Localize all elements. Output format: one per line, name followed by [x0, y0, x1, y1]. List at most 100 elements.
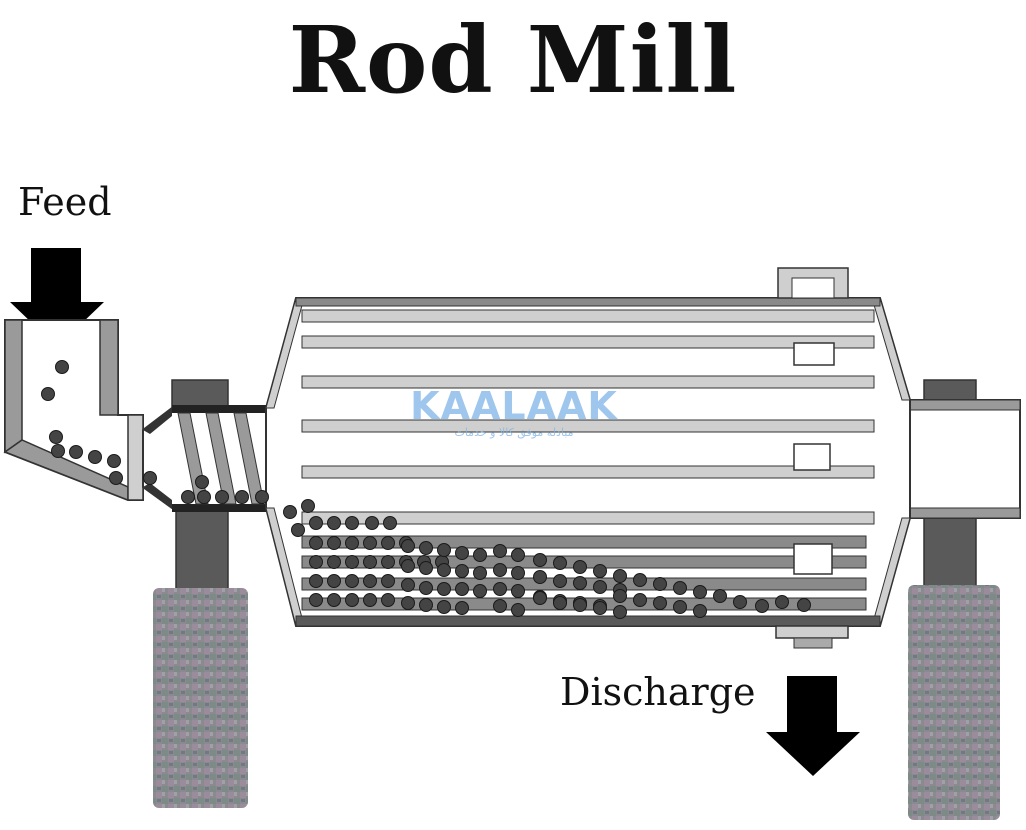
discharge-arrow-icon: [766, 676, 860, 776]
ore-particle: [143, 471, 157, 485]
ore-particle: [41, 387, 55, 401]
ore-particle: [593, 601, 607, 615]
ore-particle: [511, 584, 525, 598]
rods-upper: [301, 309, 875, 525]
ore-particle: [455, 546, 469, 560]
ore-particle: [473, 584, 487, 598]
ore-particle: [107, 454, 121, 468]
ore-particle: [437, 563, 451, 577]
ore-particles: [41, 360, 811, 619]
ore-particle: [55, 360, 69, 374]
ore-particle: [109, 471, 123, 485]
ore-particle: [345, 574, 359, 588]
ore-particle: [633, 573, 647, 587]
ore-particle: [235, 490, 249, 504]
ore-particle: [309, 593, 323, 607]
ore-particle: [437, 582, 451, 596]
ore-particle: [291, 523, 305, 537]
ore-particle: [309, 516, 323, 530]
ore-particle: [345, 516, 359, 530]
ore-particle: [553, 596, 567, 610]
ore-particle: [613, 605, 627, 619]
ore-particle: [593, 564, 607, 578]
watermark-logo: KAALAAK مبادله موفق کالا و خدمات: [398, 384, 630, 444]
ore-particle: [455, 582, 469, 596]
ore-particle: [327, 536, 341, 550]
ore-particle: [511, 603, 525, 617]
ore-particle: [327, 574, 341, 588]
feed-label: Feed: [18, 180, 112, 224]
ore-particle: [363, 555, 377, 569]
ore-particle: [673, 581, 687, 595]
ore-particle: [437, 543, 451, 557]
liner-lifters: [793, 342, 835, 575]
ore-particle: [181, 490, 195, 504]
ore-particle: [473, 566, 487, 580]
ore-particle: [473, 548, 487, 562]
ore-particle: [381, 593, 395, 607]
ore-particle: [345, 593, 359, 607]
ore-particle: [613, 569, 627, 583]
ore-particle: [693, 604, 707, 618]
ore-particle: [533, 591, 547, 605]
diagram-title: Rod Mill: [288, 6, 738, 114]
ore-particle: [533, 570, 547, 584]
ore-particle: [419, 598, 433, 612]
ore-particle: [381, 536, 395, 550]
ore-particle: [613, 589, 627, 603]
ore-particle: [573, 576, 587, 590]
ore-particle: [401, 559, 415, 573]
ore-particle: [553, 556, 567, 570]
ore-particle: [69, 445, 83, 459]
discharge-label: Discharge: [560, 670, 756, 714]
ore-particle: [593, 580, 607, 594]
ore-particle: [381, 574, 395, 588]
ore-particle: [437, 600, 451, 614]
feed-hopper: [3, 319, 144, 502]
ore-particle: [401, 578, 415, 592]
ore-particle: [673, 600, 687, 614]
ore-particle: [653, 596, 667, 610]
ore-particle: [755, 599, 769, 613]
ore-particle: [197, 490, 211, 504]
ore-particle: [327, 593, 341, 607]
ore-particle: [327, 516, 341, 530]
discharge-trunnion: [909, 399, 1021, 519]
ore-particle: [733, 595, 747, 609]
watermark-subtitle: مبادله موفق کالا و خدمات: [454, 426, 574, 439]
ore-particle: [363, 536, 377, 550]
ore-particle: [327, 555, 341, 569]
ore-particle: [493, 563, 507, 577]
ore-particle: [775, 595, 789, 609]
ore-particle: [493, 599, 507, 613]
ore-particle: [653, 577, 667, 591]
ore-particle: [381, 555, 395, 569]
ore-particle: [301, 499, 315, 513]
ore-particle: [693, 585, 707, 599]
ore-particle: [309, 536, 323, 550]
ore-particle: [195, 475, 209, 489]
ore-particle: [383, 516, 397, 530]
ore-particle: [255, 490, 269, 504]
ore-particle: [419, 541, 433, 555]
ore-particle: [633, 593, 647, 607]
ore-particle: [419, 581, 433, 595]
ore-particle: [797, 598, 811, 612]
ore-particle: [533, 553, 547, 567]
feed-trunnion: [142, 405, 267, 512]
ore-particle: [309, 574, 323, 588]
ore-particle: [455, 564, 469, 578]
left-support: [153, 379, 248, 808]
ore-particle: [309, 555, 323, 569]
ore-particle: [455, 601, 469, 615]
ore-particle: [363, 574, 377, 588]
ore-particle: [215, 490, 229, 504]
watermark-brand: KAALAAK: [410, 384, 618, 428]
ore-particle: [51, 444, 65, 458]
ore-particle: [345, 555, 359, 569]
ore-particle: [511, 566, 525, 580]
ore-particle: [49, 430, 63, 444]
ore-particle: [553, 574, 567, 588]
